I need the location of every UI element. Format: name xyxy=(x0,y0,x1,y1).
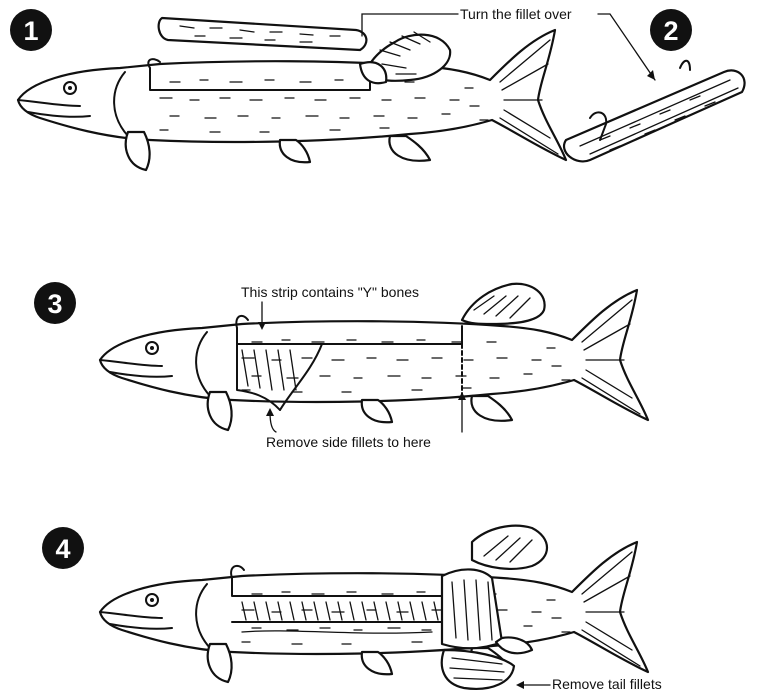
step-4: 4 Remove tail fillets xyxy=(42,526,662,692)
step-4-fish xyxy=(100,526,648,689)
step-3-strip-label: This strip contains "Y" bones xyxy=(241,284,419,300)
step-1-badge: 1 xyxy=(10,9,52,51)
step-4-badge: 4 xyxy=(42,527,84,569)
step-4-callout: Remove tail fillets xyxy=(516,676,662,692)
step-4-callout-label: Remove tail fillets xyxy=(552,676,662,692)
step-2-number: 2 xyxy=(663,16,678,46)
step-2-badge: 2 xyxy=(650,9,692,51)
step-2-callout-label: Turn the fillet over xyxy=(460,6,572,22)
step-1-removed-strip xyxy=(159,18,367,50)
step-3-badge: 3 xyxy=(34,282,76,324)
step-1-number: 1 xyxy=(23,16,38,46)
step-1: 1 xyxy=(10,9,566,170)
step-3-side-label: Remove side fillets to here xyxy=(266,434,431,450)
step-3: 3 This strip contains "Y" bones xyxy=(34,282,648,450)
step-4-number: 4 xyxy=(55,534,70,564)
step-1-fish xyxy=(18,30,566,170)
step-3-fish xyxy=(100,284,648,430)
step-2-flipped-fillet xyxy=(564,61,745,162)
step-3-number: 3 xyxy=(47,289,62,319)
